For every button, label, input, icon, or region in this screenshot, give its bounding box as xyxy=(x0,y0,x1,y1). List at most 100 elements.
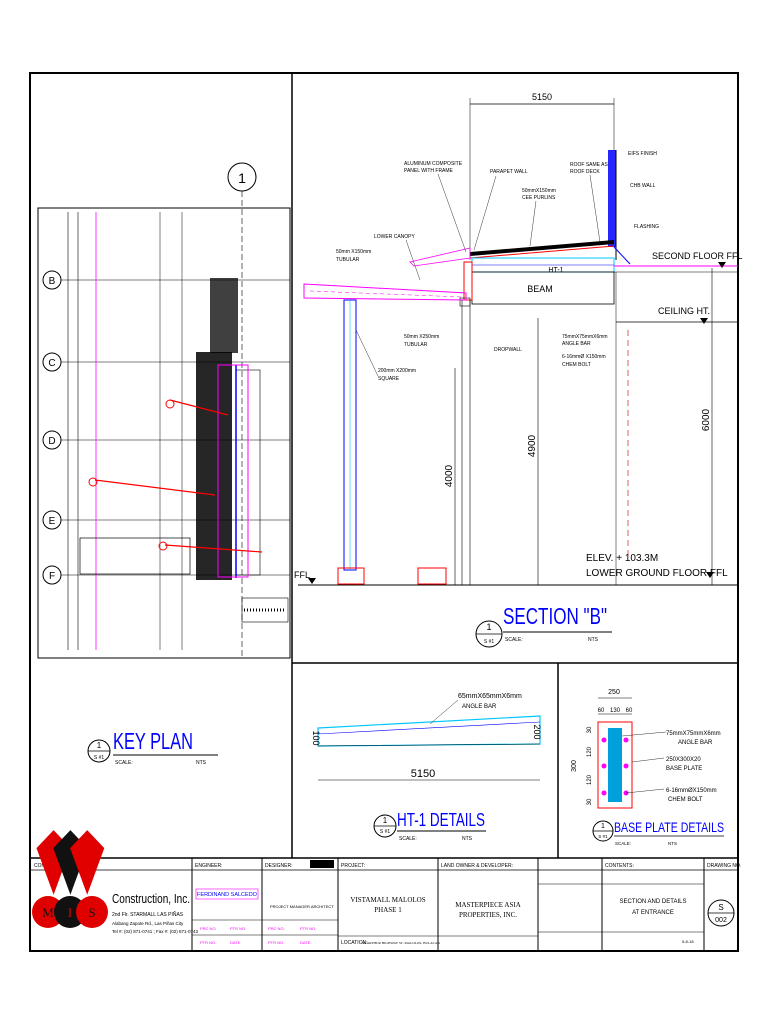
section-b: 5150 HT-1 BEAM SECOND FLOOR FFL CEILING … xyxy=(294,92,743,648)
plan-room-lower xyxy=(79,537,191,575)
bp-dim-top: 250 xyxy=(608,689,620,696)
grid-row-d: D xyxy=(42,430,290,450)
second-floor-mark xyxy=(718,262,726,268)
sheet-border xyxy=(29,72,739,952)
note-purlins-2: CEE PURLINS xyxy=(522,195,556,201)
grid-label-f: F xyxy=(49,571,55,582)
tb-designer-role: PROJECT MANAGER ARCHITECT xyxy=(270,904,334,909)
tb-address-3: Tel #: (02) 871-0741 ; Fax #: (02) 871-0… xyxy=(112,929,199,934)
ht1-label: HT-1 xyxy=(548,267,563,274)
note-roof-1: ROOF SAME AS xyxy=(570,162,608,168)
grid-label-d: D xyxy=(48,436,55,447)
bp-note-bolt-1: 6-16mmØX150mm xyxy=(666,788,717,794)
canopy-panel xyxy=(409,247,471,267)
ht1-dim-length: 5150 xyxy=(411,768,435,780)
bp-note-angle-2: ANGLE BAR xyxy=(678,740,713,746)
note-flashing: FLASHING xyxy=(634,224,659,230)
ht1-detail-chord xyxy=(317,721,541,735)
bp-note-bolt-2: CHEM BOLT xyxy=(668,797,703,803)
note-square-1: 200mm X200mm xyxy=(378,368,416,374)
tb-eng-ptr2: PTR NO. xyxy=(200,940,216,945)
grid-label-1: 1 xyxy=(238,170,246,186)
chb-wall xyxy=(608,150,616,247)
ht1-ref-sheet: S #1 xyxy=(380,829,391,835)
tb-owner-label: LAND OWNER & DEVELOPER: xyxy=(441,863,513,869)
bp-leader-angle xyxy=(621,731,667,737)
note-purlins-1: 50mmX150mm xyxy=(522,188,556,194)
tb-location-label: LOCATION: xyxy=(341,940,368,946)
leader-purlins xyxy=(529,200,537,247)
note-roof-2: ROOF DECK xyxy=(570,169,600,175)
leader-parapet xyxy=(473,175,497,251)
ffl-mark xyxy=(308,578,316,584)
beam-red-end xyxy=(463,261,473,301)
bp-angle-bar xyxy=(608,728,622,802)
dim-4000-text: 4000 xyxy=(444,464,455,487)
roof-red-line xyxy=(469,245,615,259)
plan-section-mark-2 xyxy=(88,477,98,487)
bp-scale-label: SCALE: xyxy=(615,841,631,846)
bp-bolt-4 xyxy=(623,763,629,769)
leader-canopy xyxy=(405,239,421,281)
tb-des-ptr2: PTR NO. xyxy=(268,940,284,945)
tb-project-name-2: PHASE 1 xyxy=(374,906,402,914)
note-angle-3: 6-16mmØ X150mm xyxy=(562,354,606,360)
title-block: CONTRACTOR: M I S Construction, Inc. 2nd… xyxy=(30,830,741,951)
section-ref-number: 1 xyxy=(486,622,491,632)
flashing-blue xyxy=(613,246,631,265)
note-square-2: SQUARE xyxy=(378,376,400,382)
bp-bolt-3 xyxy=(601,763,607,769)
tb-designer-stamp xyxy=(310,860,334,868)
ht1-detail-truss xyxy=(317,715,541,747)
grid-row-e: E xyxy=(42,510,290,530)
second-floor-label: SECOND FLOOR FFL xyxy=(652,251,743,261)
grid-label-b: B xyxy=(49,276,56,287)
bp-bolt-5 xyxy=(601,790,607,796)
stair-footing xyxy=(417,567,447,585)
roof-deck xyxy=(470,240,614,256)
note-tub250-2: TUBULAR xyxy=(404,342,428,348)
key-plan-scale-value: NTS xyxy=(196,760,207,766)
ht1-scale-label: SCALE: xyxy=(399,836,417,842)
tb-drawing-label: DRAWING NO. xyxy=(707,863,741,869)
grid-row-b: B xyxy=(42,270,290,290)
note-aluminum-1: ALUMINUM COMPOSITE xyxy=(404,161,463,167)
plan-magenta-outline xyxy=(217,364,249,578)
note-tub250-1: 50mm X250mm xyxy=(404,334,439,340)
section-title: SECTION "B" xyxy=(503,603,607,629)
logo-letter-i: I xyxy=(68,905,72,920)
tb-engineer-box xyxy=(195,888,259,900)
dim-6000-text: 6000 xyxy=(701,408,712,431)
bp-bolt-2 xyxy=(623,737,629,743)
note-canopy: LOWER CANOPY xyxy=(374,234,416,240)
tb-drawing-code: S xyxy=(718,903,723,912)
dim-4900-text: 4900 xyxy=(527,434,538,457)
elev-label: ELEV. + 103.3M xyxy=(586,553,658,564)
key-plan-scale-label: SCALE: xyxy=(115,760,133,766)
leader-square xyxy=(355,329,379,377)
ceiling-mark xyxy=(700,318,708,324)
dim-5150-text: 5150 xyxy=(532,92,552,102)
note-tub150-1: 50mm X150mm xyxy=(336,249,371,255)
section-ref-sheet: S #1 xyxy=(484,639,495,645)
ht1-angle-note-1: 65mmX65mmX6mm xyxy=(458,693,522,700)
bp-dim-side-sub-4: 30 xyxy=(587,798,593,805)
plan-red-line-3 xyxy=(164,544,263,553)
logo-circle-s xyxy=(76,896,108,928)
key-plan-ref-number: 1 xyxy=(97,741,102,750)
note-dropwall: DROPWALL xyxy=(494,347,522,353)
bp-note-angle-1: 75mmX75mmX6mm xyxy=(666,731,721,737)
bp-dim-sub-1: 60 xyxy=(598,708,605,714)
bp-scale-value: NTS xyxy=(668,841,677,846)
tb-drawing-number: 002 xyxy=(715,917,727,924)
ceiling-label: CEILING HT. xyxy=(658,306,710,316)
bp-dim-sub-2: 130 xyxy=(610,708,621,714)
plan-stair-upper xyxy=(210,278,238,353)
tb-sheet-date: 5-8-18 xyxy=(682,939,694,944)
tb-owner-name-2: PROPERTIES, INC. xyxy=(459,911,517,919)
tb-contents-label: CONTENTS: xyxy=(605,863,634,869)
tb-owner-name-1: MASTERPIECE ASIA xyxy=(455,901,521,909)
bp-bolt-1 xyxy=(601,737,607,743)
plan-stair-lower xyxy=(196,352,232,580)
